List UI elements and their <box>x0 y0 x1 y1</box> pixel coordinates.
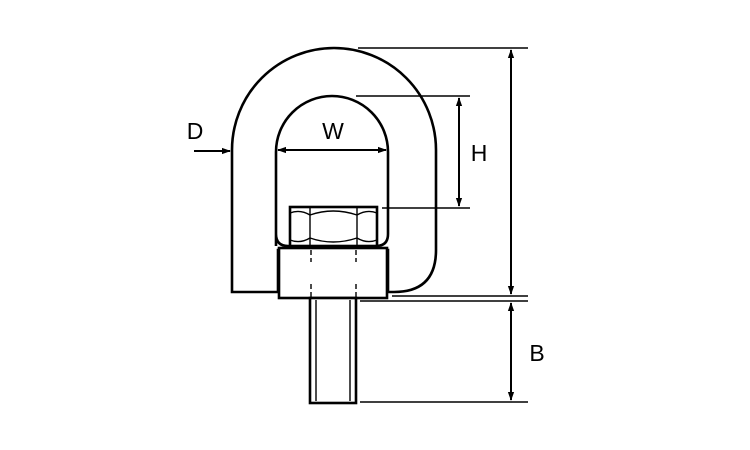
dimension-h-label: H <box>471 140 488 166</box>
dimension-h: H <box>356 95 488 209</box>
dimension-w-label: W <box>322 118 344 144</box>
dimension-b-label: B <box>529 340 544 366</box>
base-hidden-lines <box>310 250 357 297</box>
dimension-overall-height <box>358 47 528 297</box>
dimension-d-label: D <box>187 118 204 144</box>
dimension-d: D <box>187 118 231 155</box>
dimension-w: W <box>277 118 387 154</box>
hex-nut <box>288 205 379 248</box>
dimension-b: B <box>360 300 545 403</box>
base-block <box>277 246 389 300</box>
eye-bolt-part <box>230 46 438 405</box>
threaded-shank <box>308 296 358 405</box>
